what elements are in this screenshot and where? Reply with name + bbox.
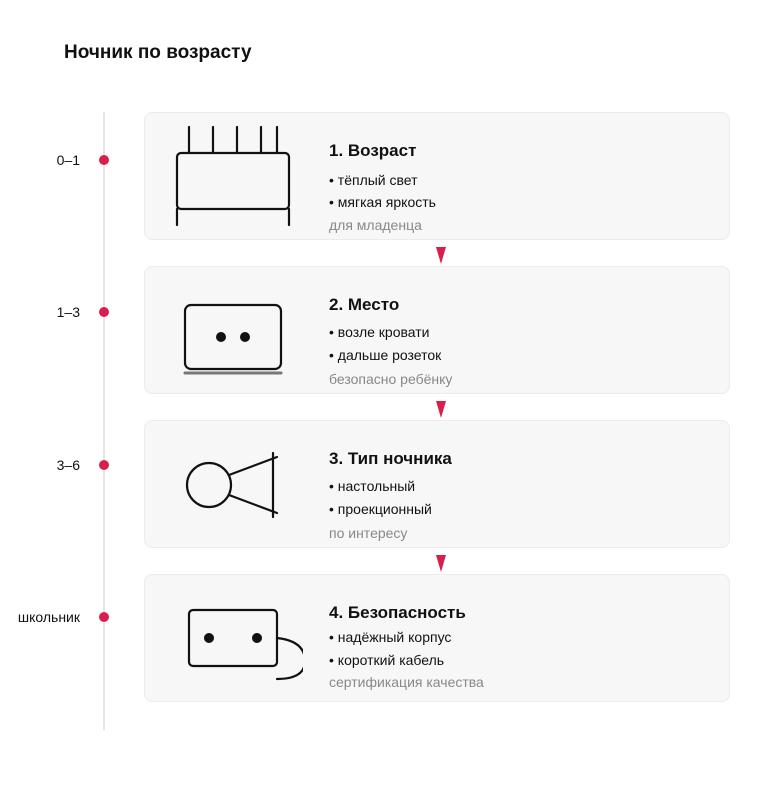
step-1-bullet-1: • тёплый свет	[329, 172, 418, 188]
step-card-4: 4. Безопасность • надёжный корпус • коро…	[144, 574, 730, 702]
step-1-bullet-2: • мягкая яркость	[329, 194, 436, 210]
age-label-2: 1–3	[56, 304, 80, 320]
age-label-1: 0–1	[56, 152, 80, 168]
age-label-4: школьник	[17, 609, 80, 625]
step-title-1: 1. Возраст	[329, 141, 417, 160]
projector-icon	[173, 431, 303, 539]
plug-cable-icon	[173, 585, 303, 693]
step-note-3: по интересу	[329, 525, 408, 541]
step-3-bullet-1: • настольный	[329, 478, 416, 494]
step-card-2: 2. Место • возле кровати • дальше розето…	[144, 266, 730, 394]
step-4-bullet-1: • надёжный корпус	[329, 629, 452, 645]
step-note-4: сертификация качества	[329, 674, 484, 690]
timeline-dot-4	[99, 612, 109, 622]
step-note-2: безопасно ребёнку	[329, 371, 453, 387]
step-note-1: для младенца	[329, 217, 422, 233]
flow-arrow-1	[436, 247, 446, 264]
timeline-dot-2	[99, 307, 109, 317]
step-3-bullet-2: • проекционный	[329, 501, 432, 517]
flow-arrow-3	[436, 555, 446, 572]
timeline-line	[103, 112, 105, 730]
flow-arrow-2	[436, 401, 446, 418]
step-4-bullet-2: • короткий кабель	[329, 652, 445, 668]
crib-icon	[173, 123, 303, 231]
step-card-3: 3. Тип ночника • настольный • проекционн…	[144, 420, 730, 548]
timeline-dot-3	[99, 460, 109, 470]
age-label-3: 3–6	[56, 457, 80, 473]
step-2-bullet-2: • дальше розеток	[329, 347, 442, 363]
socket-icon	[173, 277, 303, 385]
step-title-2: 2. Место	[329, 295, 400, 314]
page-title: Ночник по возрасту	[64, 42, 252, 63]
step-2-bullet-1: • возле кровати	[329, 324, 430, 340]
timeline-dot-1	[99, 155, 109, 165]
step-card-1: 1. Возраст • тёплый свет • мягкая яркост…	[144, 112, 730, 240]
step-title-4: 4. Безопасность	[329, 603, 466, 622]
step-title-3: 3. Тип ночника	[329, 449, 452, 468]
